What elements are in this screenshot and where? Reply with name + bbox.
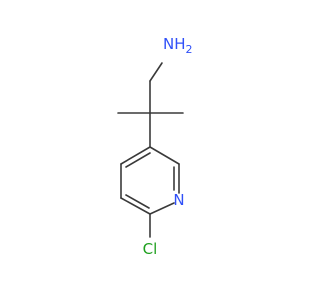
bond-amine-methylene [149, 62, 163, 82]
bond-ring-n1-c6 [149, 202, 175, 215]
chlorine-label: Cl [143, 240, 158, 258]
bond-ring-c3-c2 [149, 146, 180, 165]
bond-ring-c4-c3-inner [125, 152, 151, 168]
molecule-structure: NH2 N Cl [117, 35, 193, 258]
ring-nitrogen-label: N [173, 191, 184, 209]
bonds [117, 62, 184, 238]
bond-ring-c4-c3 [120, 146, 151, 165]
bond-ring-c6-c5-inner [125, 194, 150, 209]
amine-label: NH2 [163, 35, 193, 56]
bond-ring-c6-c5 [120, 197, 151, 215]
atom-labels: NH2 N Cl [143, 35, 193, 258]
